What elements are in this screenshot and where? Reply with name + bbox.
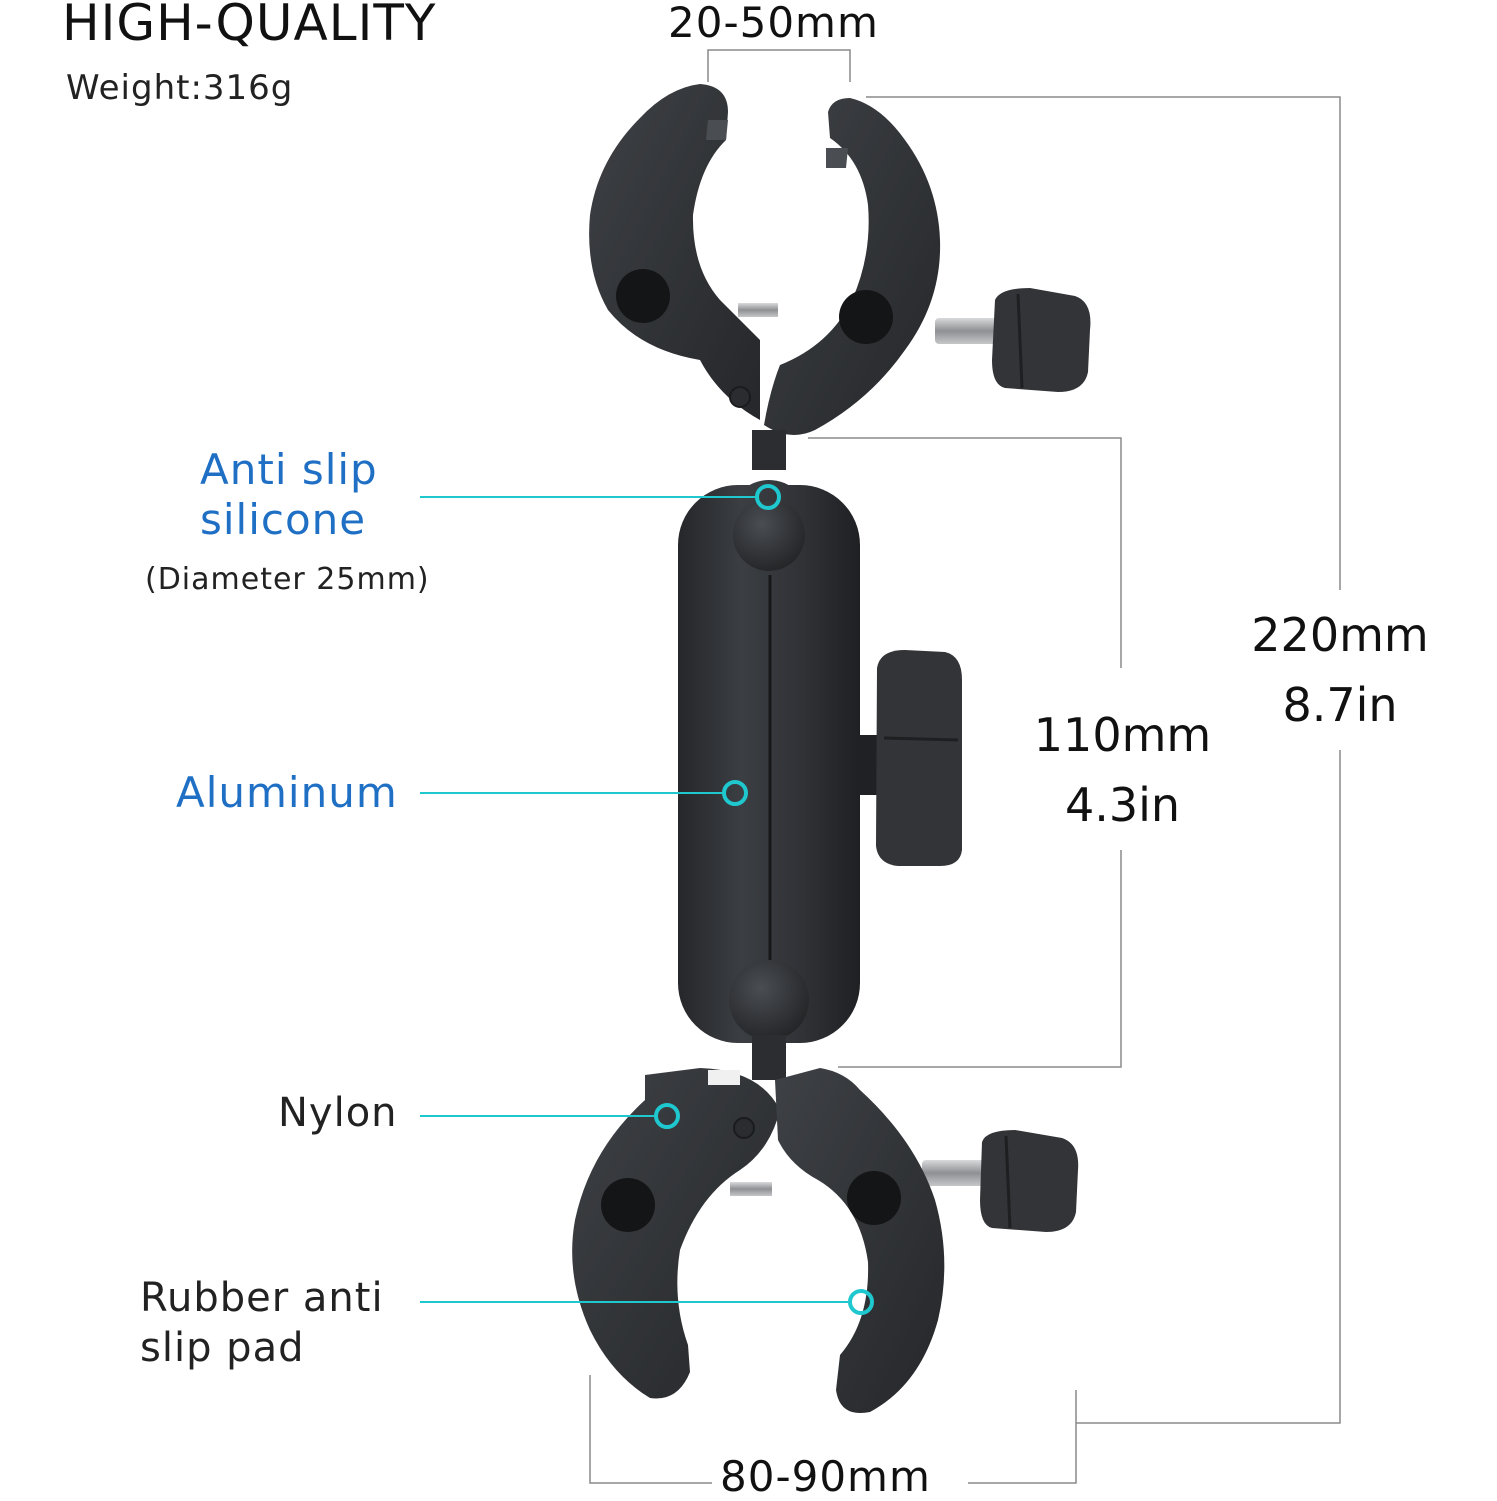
- weight-label: Weight:316g: [66, 68, 294, 108]
- base-width-bracket: [589, 1375, 712, 1484]
- callout-diameter: (Diameter 25mm): [145, 562, 430, 597]
- bottom-neck: [752, 1035, 786, 1080]
- top-clamp: [589, 84, 1091, 435]
- top-knob: [992, 288, 1091, 392]
- arm-knob: [876, 650, 962, 866]
- bottom-knob: [980, 1130, 1079, 1232]
- bottom-right-hole: [847, 1171, 901, 1225]
- bottom-screw: [922, 1160, 994, 1186]
- top-left-jaw: [589, 84, 760, 420]
- callout-dots: [654, 484, 874, 1315]
- total-length-mm: 220mm: [1251, 608, 1429, 662]
- dimension-lines: [589, 49, 1341, 1484]
- bottom-left-jaw: [572, 1068, 780, 1399]
- top-right-jaw: [764, 98, 941, 435]
- base-width-label: 80-90mm: [720, 1452, 931, 1501]
- arm-length-mm: 110mm: [1033, 708, 1212, 762]
- arm-length-bracket-lower: [838, 850, 1122, 1068]
- dot-rubber: [848, 1289, 874, 1315]
- top-pivot: [729, 386, 751, 408]
- clamp-opening-label: 20-50mm: [668, 0, 879, 47]
- dot-anti-slip: [755, 484, 781, 510]
- bottom-thread: [730, 1182, 772, 1196]
- top-left-hole: [616, 269, 670, 323]
- callout-rubber: Rubber anti slip pad: [140, 1273, 384, 1373]
- callout-anti-slip: Anti slip silicone: [200, 445, 378, 545]
- callout-rubber-line2: slip pad: [140, 1325, 305, 1371]
- total-length-label: 220mm 8.7in: [1245, 600, 1435, 740]
- dot-nylon: [654, 1103, 680, 1129]
- arm-length-bracket: [808, 437, 1122, 668]
- bottom-clamp: [572, 1068, 1079, 1414]
- top-thread: [738, 303, 778, 317]
- total-length-bracket: [866, 96, 1341, 590]
- total-length-in: 8.7in: [1282, 678, 1398, 732]
- top-neck: [752, 430, 786, 470]
- arm-length-in: 4.3in: [1064, 778, 1181, 832]
- bottom-right-jaw: [775, 1068, 945, 1414]
- arm-screw: [858, 735, 880, 795]
- callout-anti-slip-line1: Anti slip: [200, 445, 378, 494]
- dot-aluminum: [722, 780, 748, 806]
- aluminum-arm: [678, 485, 962, 1043]
- callout-rubber-line1: Rubber anti: [140, 1275, 384, 1321]
- base-width-bracket-right: [968, 1390, 1077, 1484]
- page-title: HIGH-QUALITY: [62, 0, 437, 52]
- arm-length-label: 110mm 4.3in: [1030, 700, 1215, 840]
- callout-aluminum: Aluminum: [176, 768, 398, 817]
- bottom-ball: [729, 960, 809, 1040]
- callout-leaders: [420, 496, 848, 1303]
- top-screw: [935, 318, 1005, 344]
- bottom-left-hole: [601, 1178, 655, 1232]
- callout-anti-slip-line2: silicone: [200, 495, 367, 544]
- top-right-hole: [839, 290, 893, 344]
- total-length-bracket-lower: [1076, 750, 1341, 1424]
- callout-nylon: Nylon: [278, 1090, 398, 1136]
- bottom-pivot: [733, 1117, 755, 1139]
- clamp-opening-bracket: [707, 49, 851, 82]
